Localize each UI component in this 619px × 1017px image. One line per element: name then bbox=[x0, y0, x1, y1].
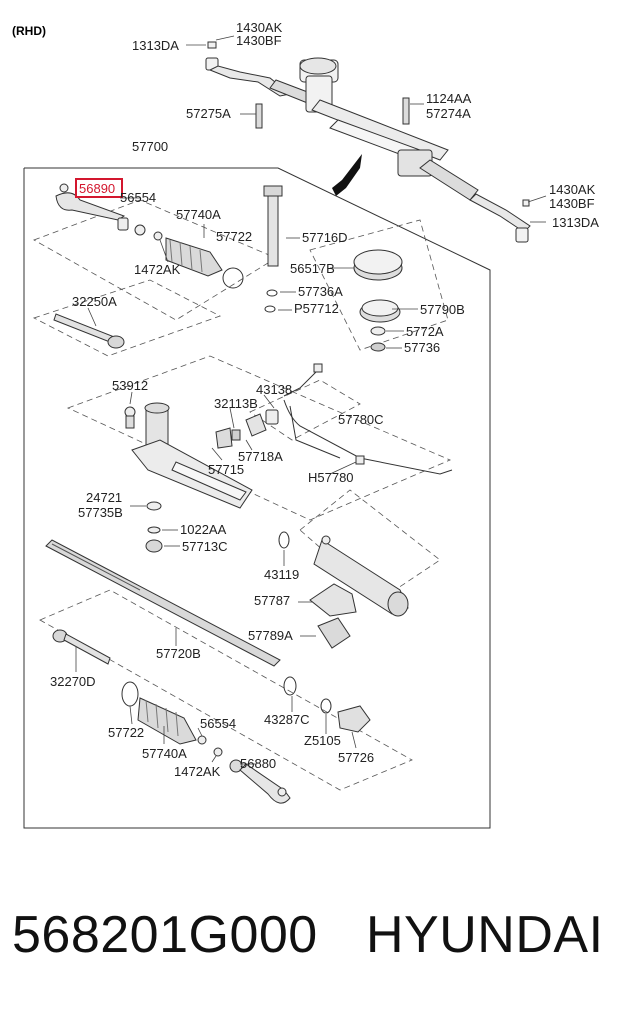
label-56554-top: 56554 bbox=[120, 190, 156, 205]
label-57735b: 57735B bbox=[78, 505, 123, 520]
label-56890-highlighted: 56890 bbox=[79, 181, 115, 196]
label-57722-bottom: 57722 bbox=[108, 725, 144, 740]
label-1472ak-top: 1472AK bbox=[134, 262, 181, 277]
label-57275a: 57275A bbox=[186, 106, 231, 121]
label-1124aa: 1124AA bbox=[426, 91, 472, 106]
brand-name: HYUNDAI bbox=[366, 906, 604, 964]
label-p57712: P57712 bbox=[294, 301, 339, 316]
label-56517b: 56517B bbox=[290, 261, 335, 276]
label-1313da-top: 1313DA bbox=[132, 38, 179, 53]
exploded-parts bbox=[45, 183, 453, 804]
label-57787: 57787 bbox=[254, 593, 290, 608]
assembly-arrow bbox=[332, 154, 362, 196]
top-leaders bbox=[186, 35, 547, 223]
label-43119: 43119 bbox=[264, 567, 299, 582]
label-32270d: 32270D bbox=[50, 674, 96, 689]
label-1313da-right: 1313DA bbox=[552, 215, 599, 230]
label-57718a: 57718A bbox=[238, 449, 283, 464]
label-57274a: 57274A bbox=[426, 106, 471, 121]
label-57720b: 57720B bbox=[156, 646, 201, 661]
inner-leaders bbox=[75, 197, 418, 765]
group-outline bbox=[23, 167, 491, 829]
label-57740a-bottom: 57740A bbox=[142, 746, 187, 761]
label-57722-top: 57722 bbox=[216, 229, 252, 244]
label-57740a-top: 57740A bbox=[176, 207, 221, 222]
rack-assembly-top bbox=[205, 41, 531, 243]
label-57700: 57700 bbox=[132, 139, 168, 154]
label-24721: 24721 bbox=[86, 490, 122, 505]
part-number: 568201G000 bbox=[12, 906, 318, 964]
label-1430bf-top: 1430BF bbox=[236, 33, 282, 48]
steering-gear-exploded-diagram: (RHD) bbox=[12, 20, 599, 829]
label-53912: 53912 bbox=[112, 378, 148, 393]
label-z5105: Z5105 bbox=[304, 733, 341, 748]
label-56880: 56880 bbox=[240, 756, 276, 771]
label-57716d: 57716D bbox=[302, 230, 348, 245]
label-57736a: 57736A bbox=[298, 284, 343, 299]
variant-label: (RHD) bbox=[12, 24, 46, 38]
label-57790b: 57790B bbox=[420, 302, 465, 317]
label-32113b: 32113B bbox=[214, 396, 258, 411]
label-57713c: 57713C bbox=[182, 539, 228, 554]
label-1430ak-top: 1430AK bbox=[236, 20, 283, 35]
label-1430bf-right: 1430BF bbox=[549, 196, 595, 211]
label-56554-bottom: 56554 bbox=[200, 716, 236, 731]
label-32250a: 32250A bbox=[72, 294, 117, 309]
label-5772a: 5772A bbox=[406, 324, 444, 339]
label-43138: 43138 bbox=[256, 382, 292, 397]
highlight-box bbox=[75, 178, 123, 198]
label-1022aa: 1022AA bbox=[180, 522, 227, 537]
label-h57780: H57780 bbox=[308, 470, 354, 485]
label-57726: 57726 bbox=[338, 750, 374, 765]
label-43287c: 43287C bbox=[264, 712, 310, 727]
part-labels: 1430AK 1430BF 1313DA 1124AA 57274A 57275… bbox=[50, 20, 599, 779]
label-57780c: 57780C bbox=[338, 412, 384, 427]
label-57789a: 57789A bbox=[248, 628, 293, 643]
label-57715: 57715 bbox=[208, 462, 244, 477]
label-1430ak-right: 1430AK bbox=[549, 182, 596, 197]
label-57736: 57736 bbox=[404, 340, 440, 355]
label-1472ak-bottom: 1472AK bbox=[174, 764, 221, 779]
